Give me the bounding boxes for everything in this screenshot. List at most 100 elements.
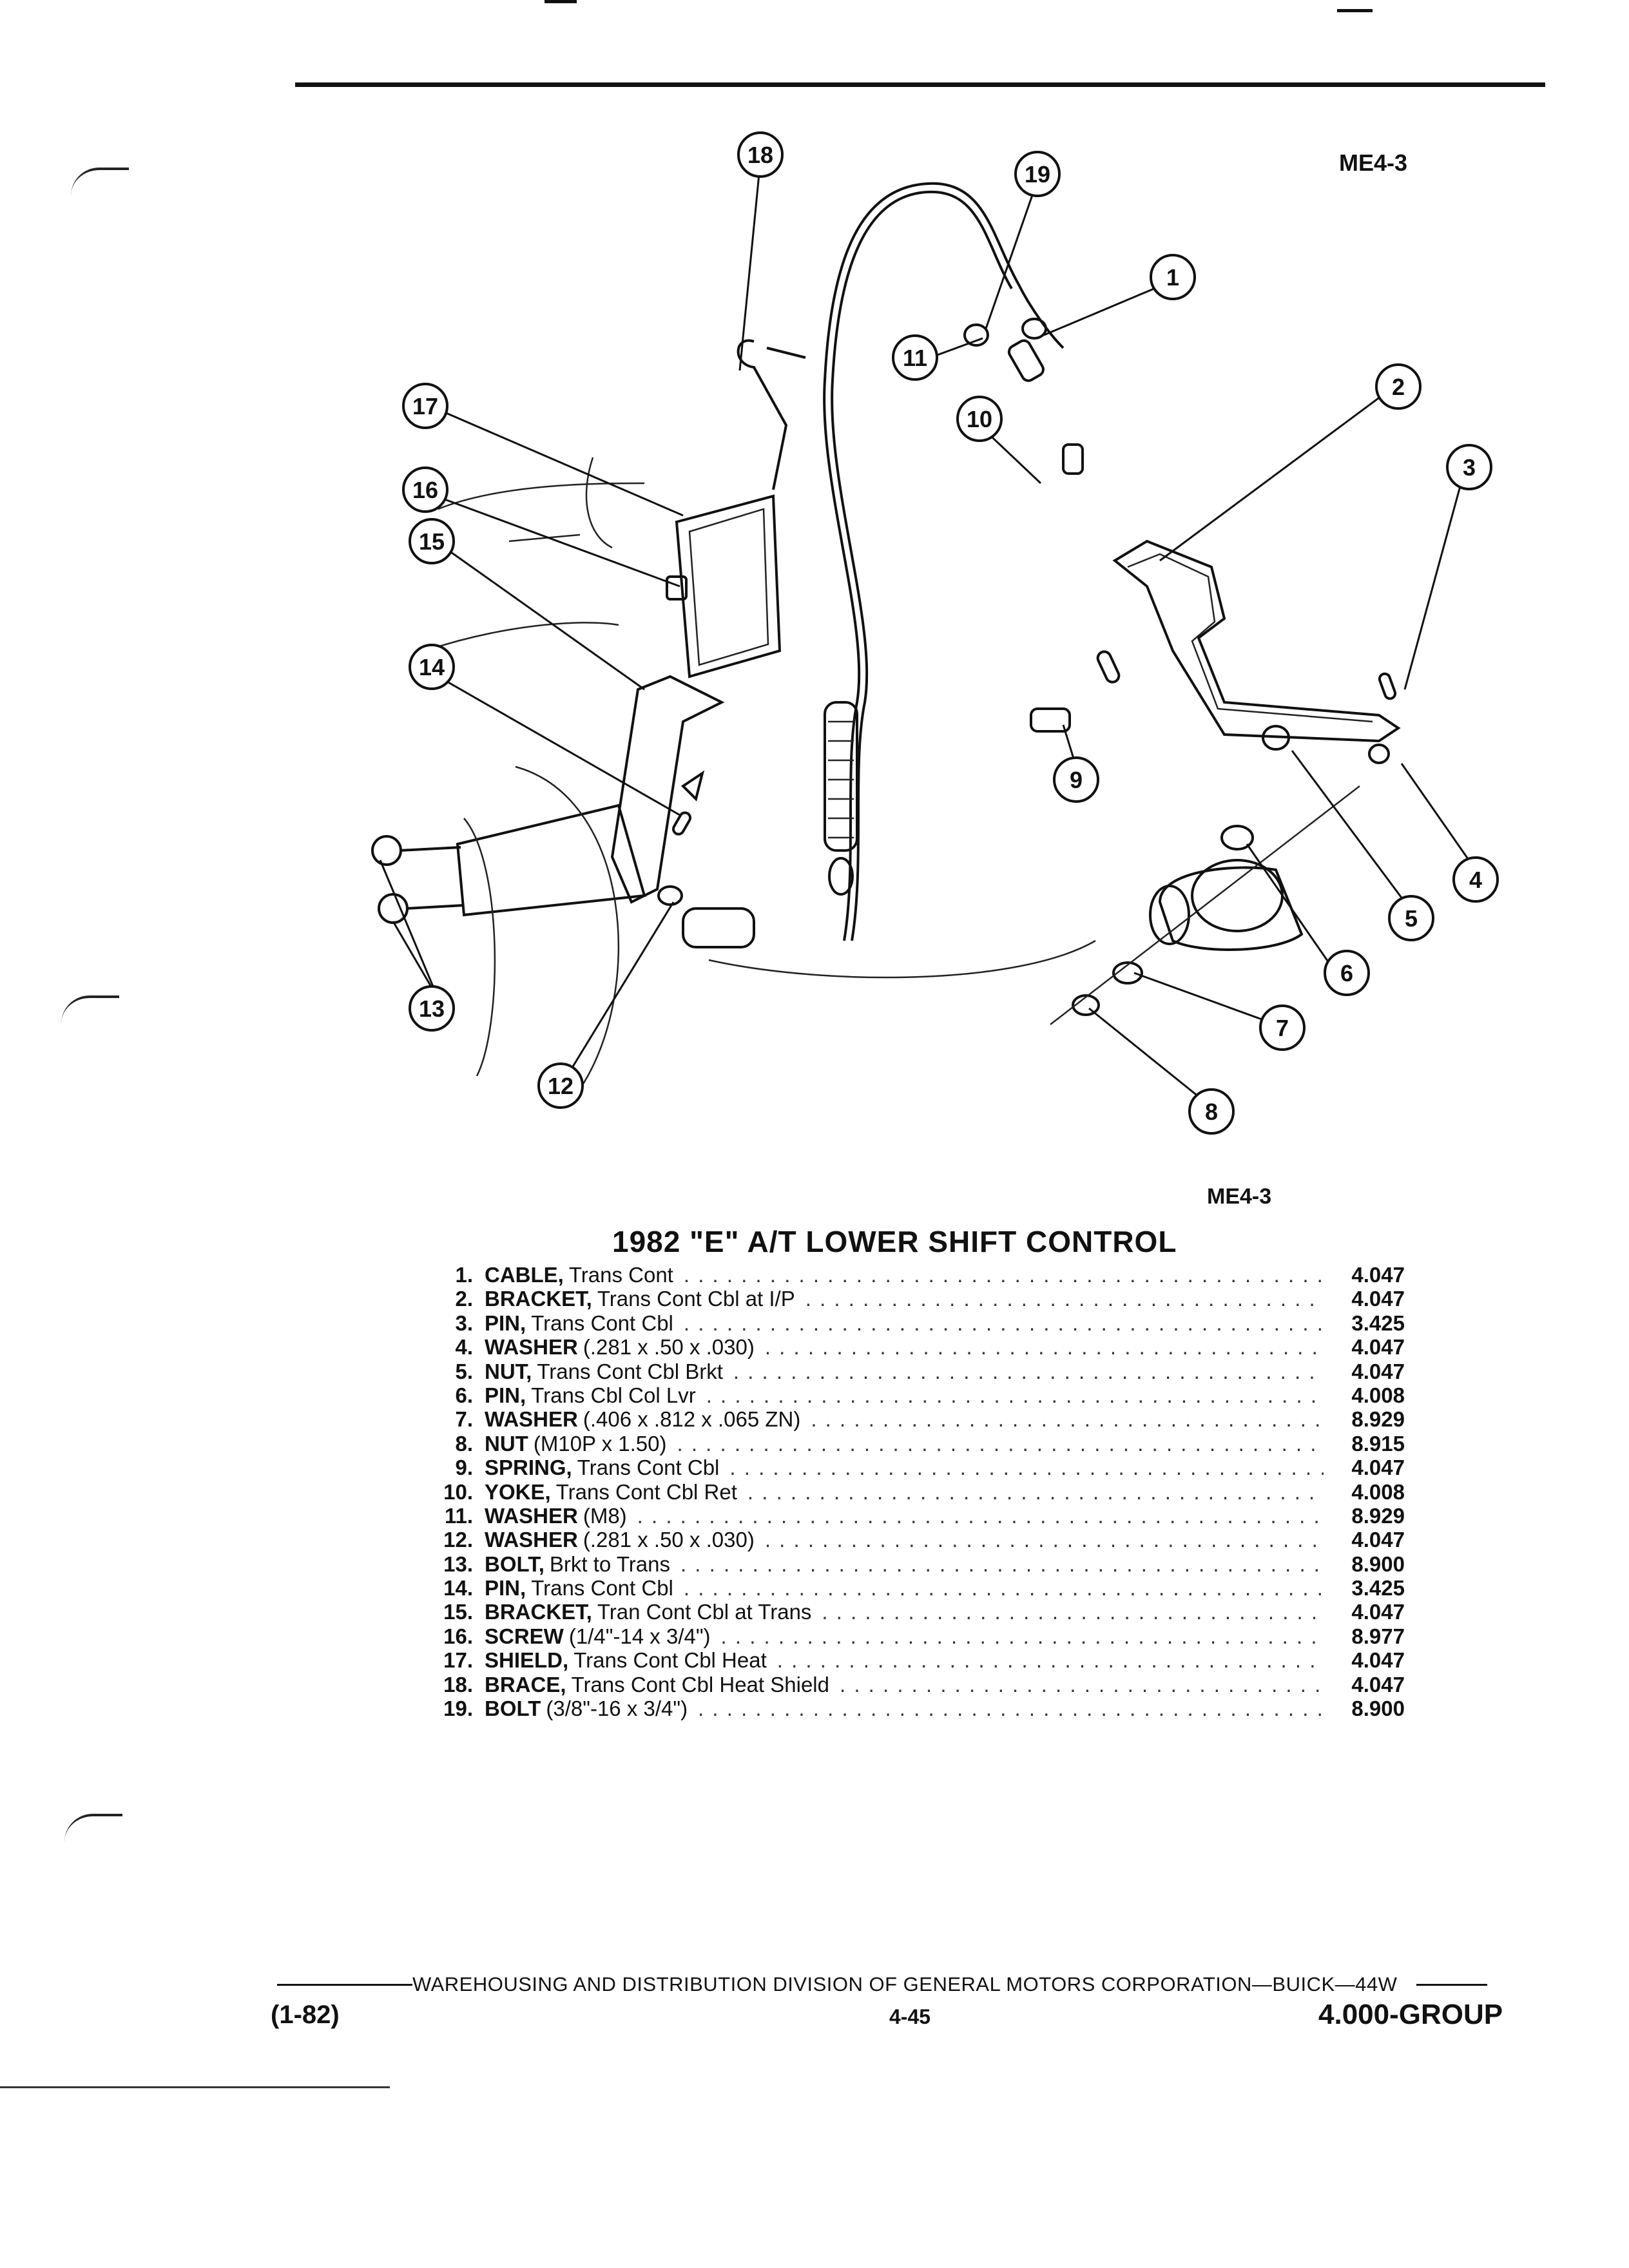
part-reference: 4.047 — [1351, 1287, 1405, 1311]
part-name: BOLT — [485, 1696, 541, 1721]
parts-list-title: 1982 "E" A/T LOWER SHIFT CONTROL — [612, 1225, 1177, 1258]
dot-leader: . . . . . . . . . . . . . . . . . . . . … — [729, 1456, 1324, 1480]
part-reference: 3.425 — [1351, 1311, 1405, 1335]
callout-1: 1 — [1150, 254, 1196, 300]
part-description: Tran Cont Cbl at Trans — [597, 1600, 812, 1624]
callout-10: 10 — [956, 396, 1003, 442]
callout-2: 2 — [1375, 363, 1422, 410]
dot-leader: . . . . . . . . . . . . . . . . . . . . … — [733, 1359, 1324, 1383]
part-number: 7. — [455, 1407, 473, 1432]
callout-circle — [1014, 151, 1061, 197]
figure-code-bottom: ME4-3 — [1207, 1184, 1272, 1209]
dot-leader: . . . . . . . . . . . . . . . . . . . . … — [698, 1696, 1324, 1721]
callout-circle — [1388, 895, 1434, 941]
part-name: BRACKET, — [485, 1600, 592, 1624]
part-reference: 8.900 — [1351, 1696, 1405, 1721]
part-name: SHIELD, — [485, 1648, 569, 1673]
callout-label: 5 — [1405, 905, 1418, 932]
part-number: 19. — [443, 1696, 473, 1721]
part-reference: 8.977 — [1351, 1624, 1405, 1648]
part-number: 9. — [455, 1456, 473, 1480]
callout-3: 3 — [1446, 444, 1492, 490]
footer-page-number: 4-45 — [889, 2005, 931, 2028]
dot-leader: . . . . . . . . . . . . . . . . . . . . … — [720, 1624, 1324, 1648]
part-description: (1/4"-14 x 3/4") — [568, 1624, 711, 1648]
part-name: BRACKET, — [485, 1287, 592, 1311]
callout-circle — [1446, 444, 1492, 490]
callout-label: 7 — [1276, 1015, 1289, 1041]
part-description: Trans Cont Cbl — [531, 1311, 673, 1335]
dot-leader: . . . . . . . . . . . . . . . . . . . . … — [677, 1431, 1324, 1456]
part-description: Trans Cont Cbl Ret — [555, 1479, 737, 1504]
callout-circle — [402, 466, 448, 513]
scan-mark-top-left — [545, 0, 577, 3]
parts-list-row: 12.WASHER(.281 x .50 x .030). . . . . . … — [425, 1528, 1405, 1552]
part-number: 10. — [443, 1479, 473, 1504]
parts-list-row: 9.SPRING,Trans Cont Cbl. . . . . . . . .… — [425, 1456, 1405, 1479]
parts-list-row: 4.WASHER(.281 x .50 x .030). . . . . . .… — [425, 1335, 1405, 1359]
part-number: 16. — [443, 1624, 473, 1648]
parts-list-row: 13.BOLT,Brkt to Trans. . . . . . . . . .… — [425, 1552, 1405, 1576]
parts-list-row: 5.NUT,Trans Cont Cbl Brkt. . . . . . . .… — [425, 1360, 1405, 1383]
footer-date: (1-82) — [271, 2001, 340, 2029]
dot-leader: . . . . . . . . . . . . . . . . . . . . … — [764, 1528, 1324, 1552]
callout-label: 9 — [1070, 767, 1083, 793]
part-number: 18. — [443, 1672, 473, 1696]
part-number: 2. — [455, 1287, 473, 1311]
part-description: (.406 x .812 x .065 ZN) — [583, 1407, 801, 1432]
callout-19: 19 — [1014, 151, 1061, 197]
part-name: SCREW — [485, 1624, 564, 1648]
callout-label: 18 — [747, 142, 773, 168]
dot-leader: . . . . . . . . . . . . . . . . . . . . … — [764, 1335, 1324, 1360]
binder-hole-mark — [71, 168, 129, 196]
parts-list-row: 7. WASHER(.406 x .812 x .065 ZN) . . . . .… — [425, 1407, 1405, 1431]
callout-circle — [1053, 756, 1099, 803]
dot-leader: . . . . . . . . . . . . . . . . . . . . … — [683, 1263, 1324, 1287]
parts-list-row: 16. SCREW(1/4"-14 x 3/4") . . . . . . . . … — [425, 1624, 1405, 1648]
dot-leader: . . . . . . . . . . . . . . . . . . . . … — [747, 1479, 1324, 1504]
callout-label: 2 — [1392, 374, 1405, 400]
shift-cable — [823, 182, 1084, 941]
callout-label: 4 — [1469, 867, 1482, 893]
parts-list-row: 14.PIN,Trans Cont Cbl. . . . . . . . . .… — [425, 1576, 1405, 1600]
part-number: 6. — [455, 1383, 473, 1407]
part-reference: 3.425 — [1351, 1576, 1405, 1600]
part-name: CABLE, — [485, 1263, 564, 1287]
footer-rule-left — [277, 1983, 412, 1986]
callout-9: 9 — [1053, 756, 1099, 803]
bottom-rule — [0, 2086, 390, 2088]
callout-13: 13 — [409, 985, 455, 1032]
callout-circle — [537, 1062, 584, 1109]
callout-circle — [1324, 950, 1370, 996]
part-description: (M10P x 1.50) — [533, 1431, 667, 1456]
part-description: Trans Cont Cbl at I/P — [597, 1287, 795, 1311]
binder-hole-mark — [61, 995, 119, 1024]
part-number: 12. — [443, 1528, 473, 1552]
callout-18: 18 — [737, 131, 784, 178]
callout-11: 11 — [892, 334, 938, 381]
callout-4: 4 — [1452, 856, 1499, 903]
leader-lines — [379, 160, 1477, 1103]
part-name: WASHER — [485, 1407, 578, 1432]
callout-17: 17 — [402, 383, 448, 429]
callout-label: 3 — [1463, 454, 1476, 481]
part-name: BRACE, — [485, 1672, 566, 1696]
callout-label: 8 — [1205, 1099, 1218, 1125]
lower-bracket — [371, 457, 1096, 1090]
part-reference: 4.047 — [1351, 1335, 1405, 1360]
dot-leader: . . . . . . . . . . . . . . . . . . . . … — [637, 1503, 1324, 1528]
part-name: NUT, — [485, 1359, 532, 1383]
dot-leader: . . . . . . . . . . . . . . . . . . . . … — [706, 1383, 1324, 1407]
dot-leader: . . . . . . . . . . . . . . . . . . . . … — [811, 1407, 1324, 1432]
callout-label: 15 — [419, 528, 445, 555]
parts-list-row: 15.BRACKET,Tran Cont Cbl at Trans. . . .… — [425, 1600, 1405, 1624]
part-reference: 4.047 — [1351, 1648, 1405, 1673]
footer-rule-right — [1416, 1983, 1488, 1986]
part-number: 1. — [455, 1263, 473, 1287]
parts-list-row: 6.PIN,Trans Cbl Col Lvr. . . . . . . . .… — [425, 1383, 1405, 1407]
parts-list-row: 10.YOKE,Trans Cont Cbl Ret. . . . . . . … — [425, 1480, 1405, 1504]
callout-6: 6 — [1324, 950, 1370, 996]
part-description: Brkt to Trans — [549, 1552, 670, 1576]
part-reference: 4.047 — [1351, 1263, 1405, 1287]
part-name: SPRING, — [485, 1456, 572, 1480]
